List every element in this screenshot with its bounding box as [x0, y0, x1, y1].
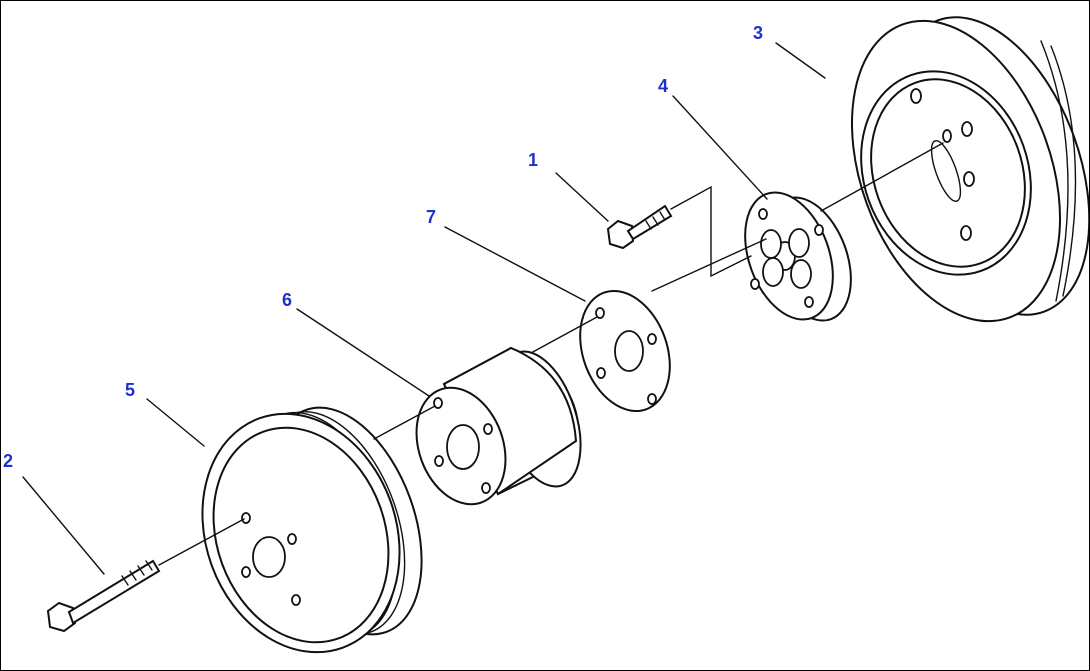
callout-7: 7: [426, 207, 437, 227]
callout-3: 3: [753, 23, 764, 43]
callout-2: 2: [3, 451, 14, 471]
part-7-plate: [579, 289, 671, 413]
part-6-hub: [415, 346, 582, 506]
part-5-pulley: [201, 406, 423, 654]
callout-6: 6: [282, 290, 293, 310]
callout-4: 4: [658, 76, 669, 96]
part-2-bolt: [46, 559, 161, 633]
part-3-damper: [850, 16, 1089, 323]
part-1-bolt: [606, 204, 673, 250]
callout-1: 1: [528, 150, 539, 170]
part-4-spacer: [744, 191, 852, 322]
callout-5: 5: [125, 380, 136, 400]
bolt-1-route-line: [670, 185, 752, 278]
assembly-center-line: [158, 142, 944, 566]
leader-lines: [22, 42, 826, 575]
